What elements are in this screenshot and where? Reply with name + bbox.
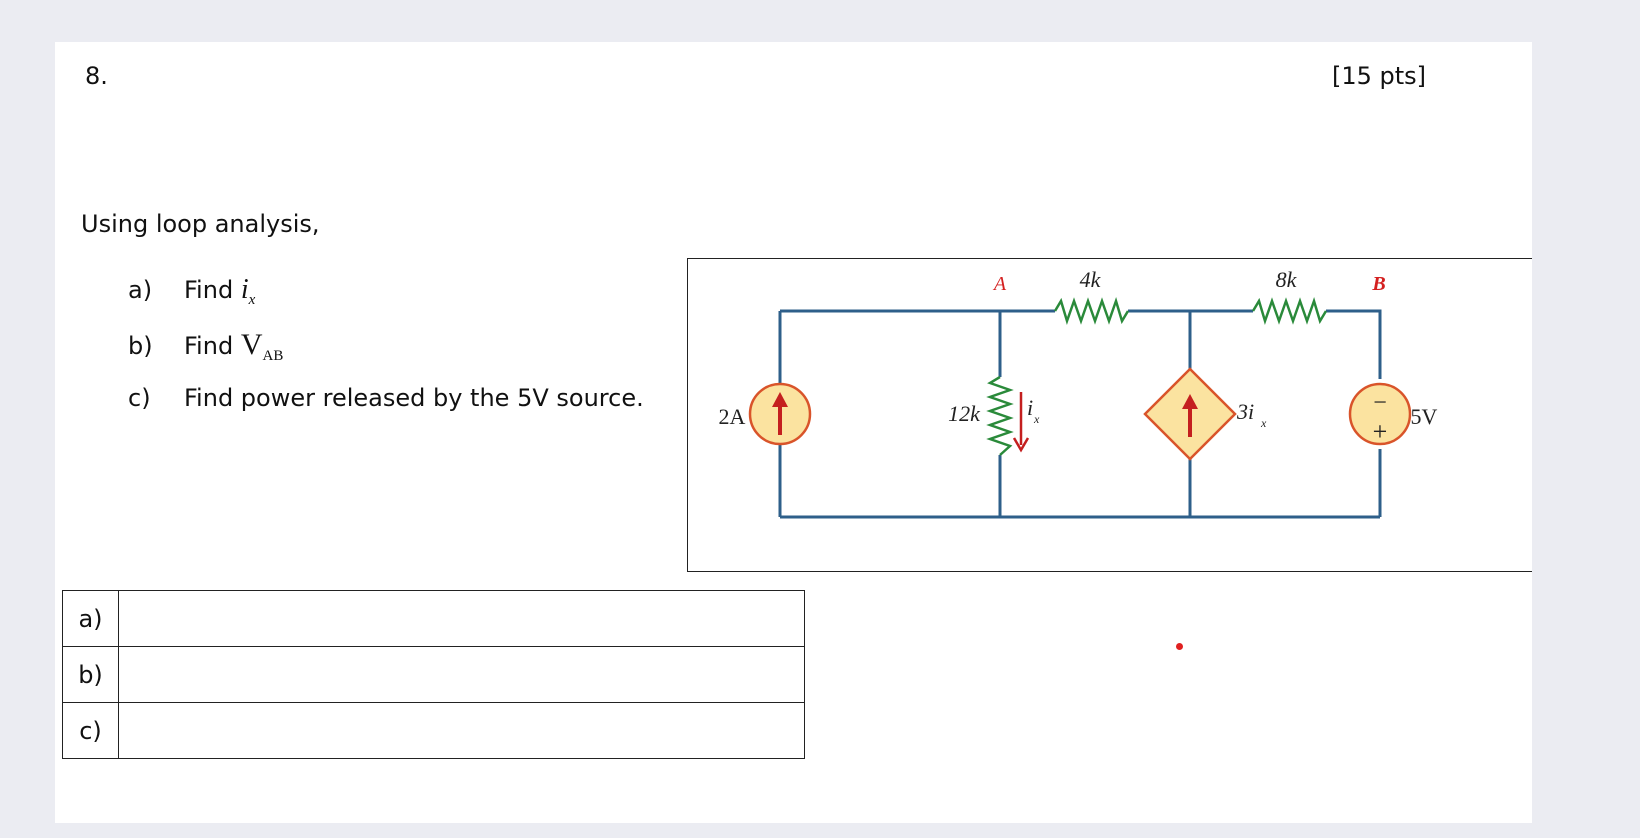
question-points: [15 pts] (1332, 62, 1427, 90)
answer-field-c[interactable] (118, 702, 805, 759)
current-source-2a (748, 382, 812, 446)
resistor-4k (1053, 296, 1130, 326)
voltage-source-plus: + (1373, 417, 1388, 446)
voltage-source-5v: − + (1348, 382, 1412, 446)
resistor-12k (986, 375, 1014, 456)
part-b-variable-sub: AB (262, 348, 284, 364)
part-a-variable-sub: x (248, 292, 256, 308)
answer-field-a[interactable] (118, 590, 805, 647)
question-page: 8. [15 pts] Using loop analysis, a) Find … (55, 42, 1532, 823)
wire-top-right (1326, 309, 1382, 379)
part-a-text: Find (184, 276, 234, 304)
voltage-source-minus: − (1373, 390, 1387, 416)
circuit-diagram: − + A B 4k 8k 12k 2A 5V 3i x i x (719, 267, 1438, 519)
part-b-variable: V (240, 328, 263, 361)
part-c: c) Find power released by the 5V source. (128, 384, 644, 412)
node-b-label: B (1371, 273, 1385, 295)
answer-row: b) (62, 646, 805, 703)
circuit-wires (778, 309, 1382, 519)
answer-row-label: b) (62, 646, 119, 703)
answer-row-label: a) (62, 590, 119, 647)
answer-row: a) (62, 590, 805, 647)
dependent-source-label: 3i (1236, 399, 1254, 424)
current-source-label: 2A (719, 404, 746, 429)
node-a-label: A (992, 273, 1007, 295)
part-a: a) Find ix (128, 274, 255, 309)
resistor-8k (1251, 296, 1328, 326)
question-number: 8. (85, 62, 108, 90)
current-label: i (1027, 395, 1033, 420)
part-c-label: c) (128, 384, 151, 412)
circuit-diagram-frame: − + A B 4k 8k 12k 2A 5V 3i x i x (687, 258, 1532, 572)
resistor-4k-label: 4k (1080, 267, 1102, 292)
current-arrow-ix (1012, 392, 1030, 453)
dependent-source-label-sub: x (1260, 416, 1267, 430)
resistor-12k-label: 12k (948, 401, 981, 426)
part-a-variable: i (240, 274, 249, 305)
part-b-text: Find (184, 332, 234, 360)
answer-row-label: c) (62, 702, 119, 759)
answer-table: a) b) c) (62, 590, 805, 759)
voltage-source-label: 5V (1411, 404, 1438, 429)
part-c-text: Find power released by the 5V source. (184, 384, 644, 412)
resistor-8k-label: 8k (1276, 267, 1298, 292)
dependent-current-source (1143, 367, 1237, 461)
answer-field-b[interactable] (118, 646, 805, 703)
answer-row: c) (62, 702, 805, 759)
red-dot-marker (1176, 643, 1183, 650)
current-label-sub: x (1033, 412, 1040, 426)
part-b: b) Find VAB (128, 328, 283, 365)
part-b-label: b) (128, 332, 153, 360)
part-a-label: a) (128, 276, 153, 304)
question-intro: Using loop analysis, (81, 210, 320, 238)
